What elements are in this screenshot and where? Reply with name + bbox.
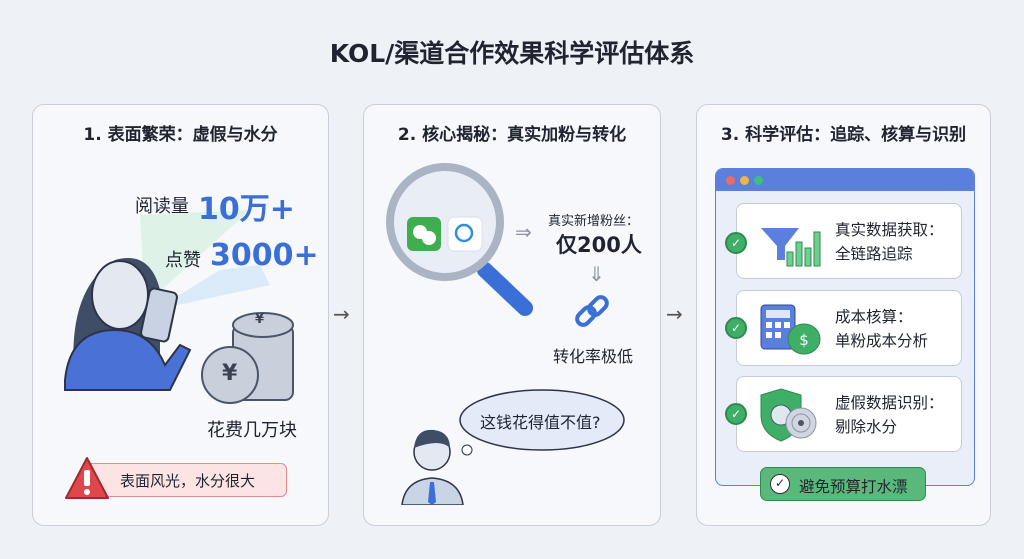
magnifier-icon — [386, 163, 533, 316]
item-title: 虚假数据识别： — [835, 394, 944, 412]
person-with-phone-illustration — [64, 210, 270, 391]
thought-cloud — [459, 389, 625, 456]
calculator-moneybag-icon: $ — [760, 304, 821, 355]
arrow-down-icon: ⇓ — [588, 262, 605, 286]
panel-heading: 1. 表面繁荣：虚假与水分 — [83, 125, 278, 145]
shield-target-icon — [760, 388, 817, 442]
item-subtitle: 全链路追踪 — [835, 245, 913, 263]
worried-person-icon — [401, 429, 464, 505]
window-dot-yellow — [740, 176, 749, 185]
item-subtitle: 单粉成本分析 — [835, 332, 929, 350]
broken-chain-icon — [575, 295, 609, 327]
avoid-waste-button[interactable]: ✓ 避免预算打水漂 — [760, 467, 926, 501]
check-icon: ✓ — [725, 403, 747, 425]
eval-card-fake-detection: 虚假数据识别： 剔除水分 — [736, 376, 962, 452]
conversion-label: 转化率极低 — [553, 347, 634, 366]
coin-stack-icon — [201, 312, 294, 404]
panel-heading: 2. 核心揭秘：真实加粉与转化 — [397, 125, 627, 145]
check-circle-icon: ✓ — [770, 474, 790, 494]
arrow-right-icon: → — [666, 302, 683, 326]
check-icon: ✓ — [725, 317, 747, 339]
likes-label: 点赞 — [165, 250, 201, 271]
warning-text: 表面风光，水分很大 — [120, 472, 256, 490]
arrow-right-icon: → — [333, 302, 350, 326]
button-label: 避免预算打水漂 — [799, 478, 908, 496]
coin-symbol: ¥ — [255, 312, 265, 327]
reads-value: 10万+ — [198, 192, 295, 227]
reads-label: 阅读量 — [135, 196, 189, 217]
funnel-chart-icon — [761, 228, 821, 267]
cost-label: 花费几万块 — [207, 420, 297, 441]
eval-card-cost: $ 成本核算： 单粉成本分析 — [736, 290, 962, 366]
coin-symbol: ¥ — [222, 361, 238, 386]
window-dot-red — [726, 176, 735, 185]
item-title: 真实数据获取： — [835, 221, 944, 239]
likes-value: 3000+ — [210, 238, 319, 273]
item-subtitle: 剔除水分 — [835, 418, 898, 436]
dollar-sign: $ — [799, 331, 809, 349]
page-title: KOL/渠道合作效果科学评估体系 — [329, 39, 695, 68]
warning-icon — [65, 457, 109, 499]
new-fans-label: 真实新增粉丝： — [548, 214, 640, 229]
panel-heading: 3. 科学评估：追踪、核算与识别 — [720, 125, 967, 145]
item-title: 成本核算： — [835, 308, 913, 326]
thought-text: 这钱花得值不值? — [480, 413, 601, 432]
eval-card-tracking: 真实数据获取： 全链路追踪 — [736, 203, 962, 279]
check-icon: ✓ — [725, 232, 747, 254]
window-dot-green — [754, 176, 763, 185]
new-fans-value: 仅200人 — [556, 233, 642, 257]
arrow-right-icon: ⇒ — [515, 220, 532, 244]
